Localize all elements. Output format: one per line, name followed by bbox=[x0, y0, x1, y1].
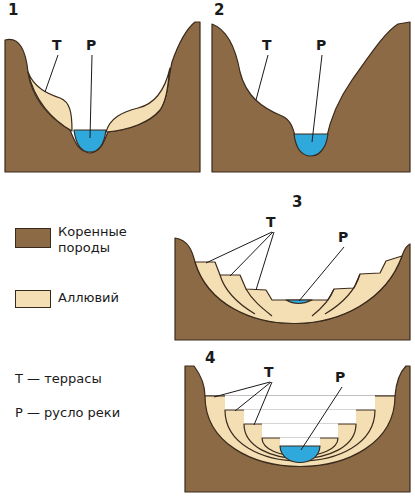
leader-line bbox=[230, 232, 273, 276]
leader-line bbox=[256, 55, 268, 100]
leader-line bbox=[254, 382, 272, 425]
leader-line bbox=[256, 232, 274, 290]
channel-letter: Р bbox=[316, 38, 326, 53]
legend-text: Коренные породы bbox=[58, 224, 148, 257]
bedrock bbox=[175, 238, 410, 340]
river-water bbox=[280, 446, 320, 463]
channel-letter: Р bbox=[338, 230, 348, 245]
leader-lines bbox=[45, 55, 344, 450]
terrace-contact bbox=[312, 289, 334, 316]
panel-three bbox=[175, 238, 410, 340]
panel-four bbox=[185, 366, 410, 492]
panel-number: 1 bbox=[8, 2, 18, 19]
terrace-letter: Т bbox=[52, 38, 62, 53]
terrace-letter: Т bbox=[264, 365, 274, 380]
panel-two bbox=[212, 22, 410, 172]
leader-line bbox=[301, 387, 342, 450]
panel-one bbox=[5, 22, 200, 172]
leader-line bbox=[90, 55, 92, 138]
valley-air bbox=[262, 423, 338, 438]
valley-air bbox=[244, 409, 356, 424]
alluvium bbox=[28, 72, 72, 131]
leader-line bbox=[206, 232, 272, 263]
channel-letter: Р bbox=[86, 38, 96, 53]
leader-line bbox=[299, 247, 344, 301]
alluvium bbox=[205, 396, 395, 467]
alluvium bbox=[106, 68, 170, 132]
panel-number: 3 bbox=[292, 194, 302, 211]
panel-number: 4 bbox=[205, 350, 215, 367]
key-note: Р — русло реки bbox=[15, 406, 120, 420]
leader-line bbox=[312, 55, 322, 142]
legend-swatch bbox=[15, 228, 51, 248]
terrace-letter: Т bbox=[262, 38, 272, 53]
panel-number: 2 bbox=[214, 2, 224, 19]
terrace-letter: Т bbox=[266, 215, 276, 230]
alluvium bbox=[195, 256, 402, 324]
terrace-contact bbox=[325, 274, 360, 314]
river-water bbox=[294, 134, 328, 156]
bedrock bbox=[185, 366, 410, 492]
key-note: Т — террасы bbox=[15, 372, 102, 386]
bedrock bbox=[5, 22, 200, 172]
legend-swatch bbox=[15, 290, 51, 308]
channel-letter: Р bbox=[335, 370, 345, 385]
valley-air bbox=[280, 437, 320, 446]
bedrock bbox=[212, 22, 410, 172]
leader-line bbox=[45, 55, 58, 92]
valley-air bbox=[225, 395, 375, 410]
terrace-contact bbox=[246, 289, 272, 316]
legend-text: Аллювий bbox=[58, 290, 148, 306]
